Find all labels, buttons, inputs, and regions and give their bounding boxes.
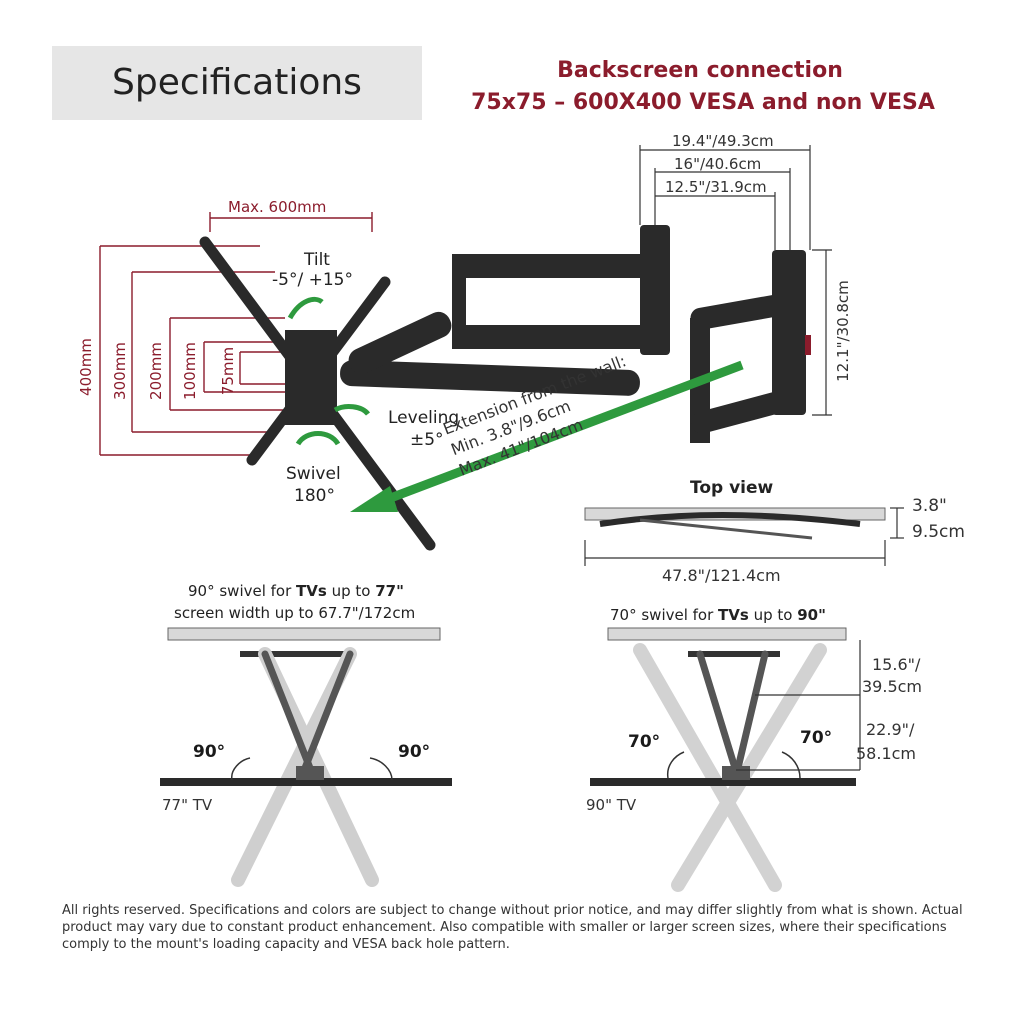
top-view-width: 47.8"/121.4cm — [662, 566, 781, 585]
swivel77-angle-left: 90° — [193, 742, 226, 762]
rotation-arrows — [287, 296, 370, 446]
top-view-depth-cm: 9.5cm — [912, 522, 965, 542]
backscreen-vesa: 75x75 – 600X400 VESA and non VESA — [471, 90, 935, 115]
articulating-arms — [340, 225, 811, 443]
footer-disclaimer: All rights reserved. Specifications and … — [62, 903, 963, 952]
vesa-height-400: 400mm — [77, 338, 95, 396]
swivel90-dim2-line1: 22.9"/ — [866, 720, 915, 739]
extension-arrow — [350, 360, 744, 512]
swivel77-width: screen width up to 67.7"/172cm — [174, 604, 416, 622]
swivel90-dim2-line2: 58.1cm — [856, 744, 917, 763]
swivel-title: Swivel — [286, 464, 341, 484]
swivel90-angle-left: 70° — [628, 732, 661, 752]
swivel-range: 180° — [294, 486, 335, 506]
swivel-90-drawing — [590, 627, 861, 892]
swivel90-tv-label: 90" TV — [586, 796, 637, 814]
leveling-range: ±5° — [410, 430, 444, 450]
arm-dim-3: 12.5"/31.9cm — [665, 178, 767, 196]
swivel90-dim1-line2: 39.5cm — [862, 677, 923, 696]
swivel-77-drawing — [160, 627, 452, 887]
backscreen-title: Backscreen connection — [557, 58, 843, 83]
arm-dim-2: 16"/40.6cm — [674, 155, 762, 173]
swivel90-dim1-line1: 15.6"/ — [872, 655, 921, 674]
page-title: Specifications — [112, 62, 362, 103]
swivel90-angle-right: 70° — [800, 728, 833, 748]
swivel90-heading: 70° swivel for TVs up to 90" — [610, 606, 826, 624]
swivel77-angle-right: 90° — [398, 742, 431, 762]
arm-dimension-lines — [639, 145, 832, 416]
vesa-max-width: Max. 600mm — [228, 198, 327, 216]
vesa-height-75: 75mm — [219, 346, 237, 396]
top-view-drawing — [584, 507, 904, 566]
swivel77-tv-label: 77" TV — [162, 796, 213, 814]
tilt-range: -5°/ +15° — [272, 270, 353, 290]
title-panel — [52, 46, 422, 120]
plate-height: 12.1"/30.8cm — [834, 280, 852, 382]
arm-dim-1: 19.4"/49.3cm — [672, 132, 774, 150]
vesa-height-200: 200mm — [147, 342, 165, 400]
leveling-title: Leveling — [388, 408, 460, 428]
vesa-height-300: 300mm — [111, 342, 129, 400]
tilt-title: Tilt — [304, 250, 330, 270]
swivel77-heading: 90° swivel for TVs up to 77" — [188, 582, 404, 600]
vesa-height-100: 100mm — [181, 342, 199, 400]
top-view-title: Top view — [690, 478, 774, 498]
top-view-depth-in: 3.8" — [912, 496, 947, 516]
